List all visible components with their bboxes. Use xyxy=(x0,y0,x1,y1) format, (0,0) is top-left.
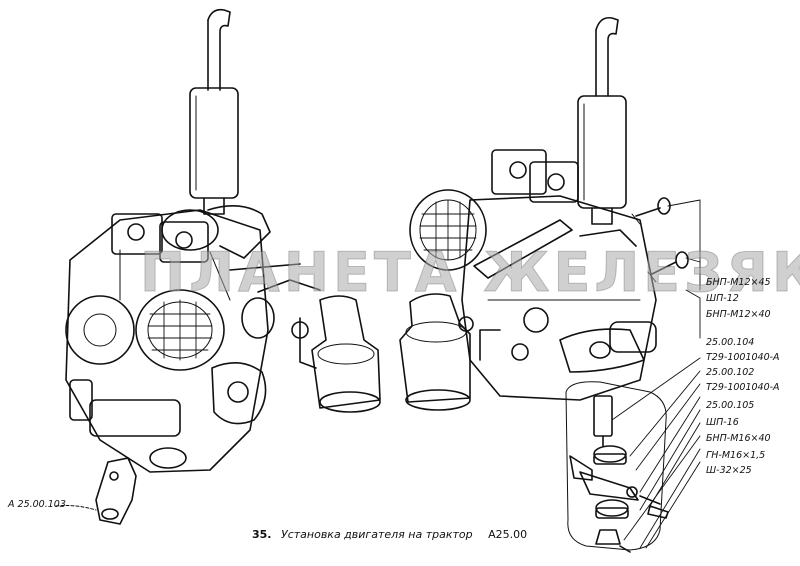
label-bnp-m12x45: БНП-М12×45 xyxy=(706,277,771,288)
right-filter-canister xyxy=(399,293,474,411)
label-t29-a-1: Т29-1001040-А xyxy=(706,352,780,363)
left-filter-canister xyxy=(291,295,381,413)
callout-leader-lines xyxy=(611,199,701,549)
label-shp-12: ШП-12 xyxy=(706,293,739,304)
figure-caption: 35. Установка двигателя на трактор А25.0… xyxy=(252,528,527,541)
figure-number: 35. xyxy=(252,528,272,541)
label-25-00-104: 25.00.104 xyxy=(706,337,755,348)
label-gn-m16: ГН-М16×1,5 xyxy=(706,450,766,461)
bolt-bnp-m12x40 xyxy=(647,251,689,283)
label-25-00-105: 25.00.105 xyxy=(706,400,755,411)
label-bnp-m12x40: БНП-М12×40 xyxy=(706,309,771,320)
left-engine-illustration xyxy=(65,8,321,473)
label-t29-a-2: Т29-1001040-А xyxy=(706,382,780,393)
label-shp-16: ШП-16 xyxy=(706,417,739,428)
label-bnp-m16x40: БНП-М16×40 xyxy=(706,433,771,444)
label-sh-32x25: Ш-32×25 xyxy=(706,465,752,476)
right-engine-illustration xyxy=(409,16,657,401)
left-mounting-bracket xyxy=(55,457,137,525)
figure-caption-text: Установка двигателя на трактор xyxy=(281,528,473,541)
mount-assembly-exploded xyxy=(565,381,669,553)
label-25-00-102: 25.00.102 xyxy=(706,367,755,378)
label-left-bracket: А 25.00.103 xyxy=(8,499,66,510)
figure-model: А25.00 xyxy=(488,528,528,541)
